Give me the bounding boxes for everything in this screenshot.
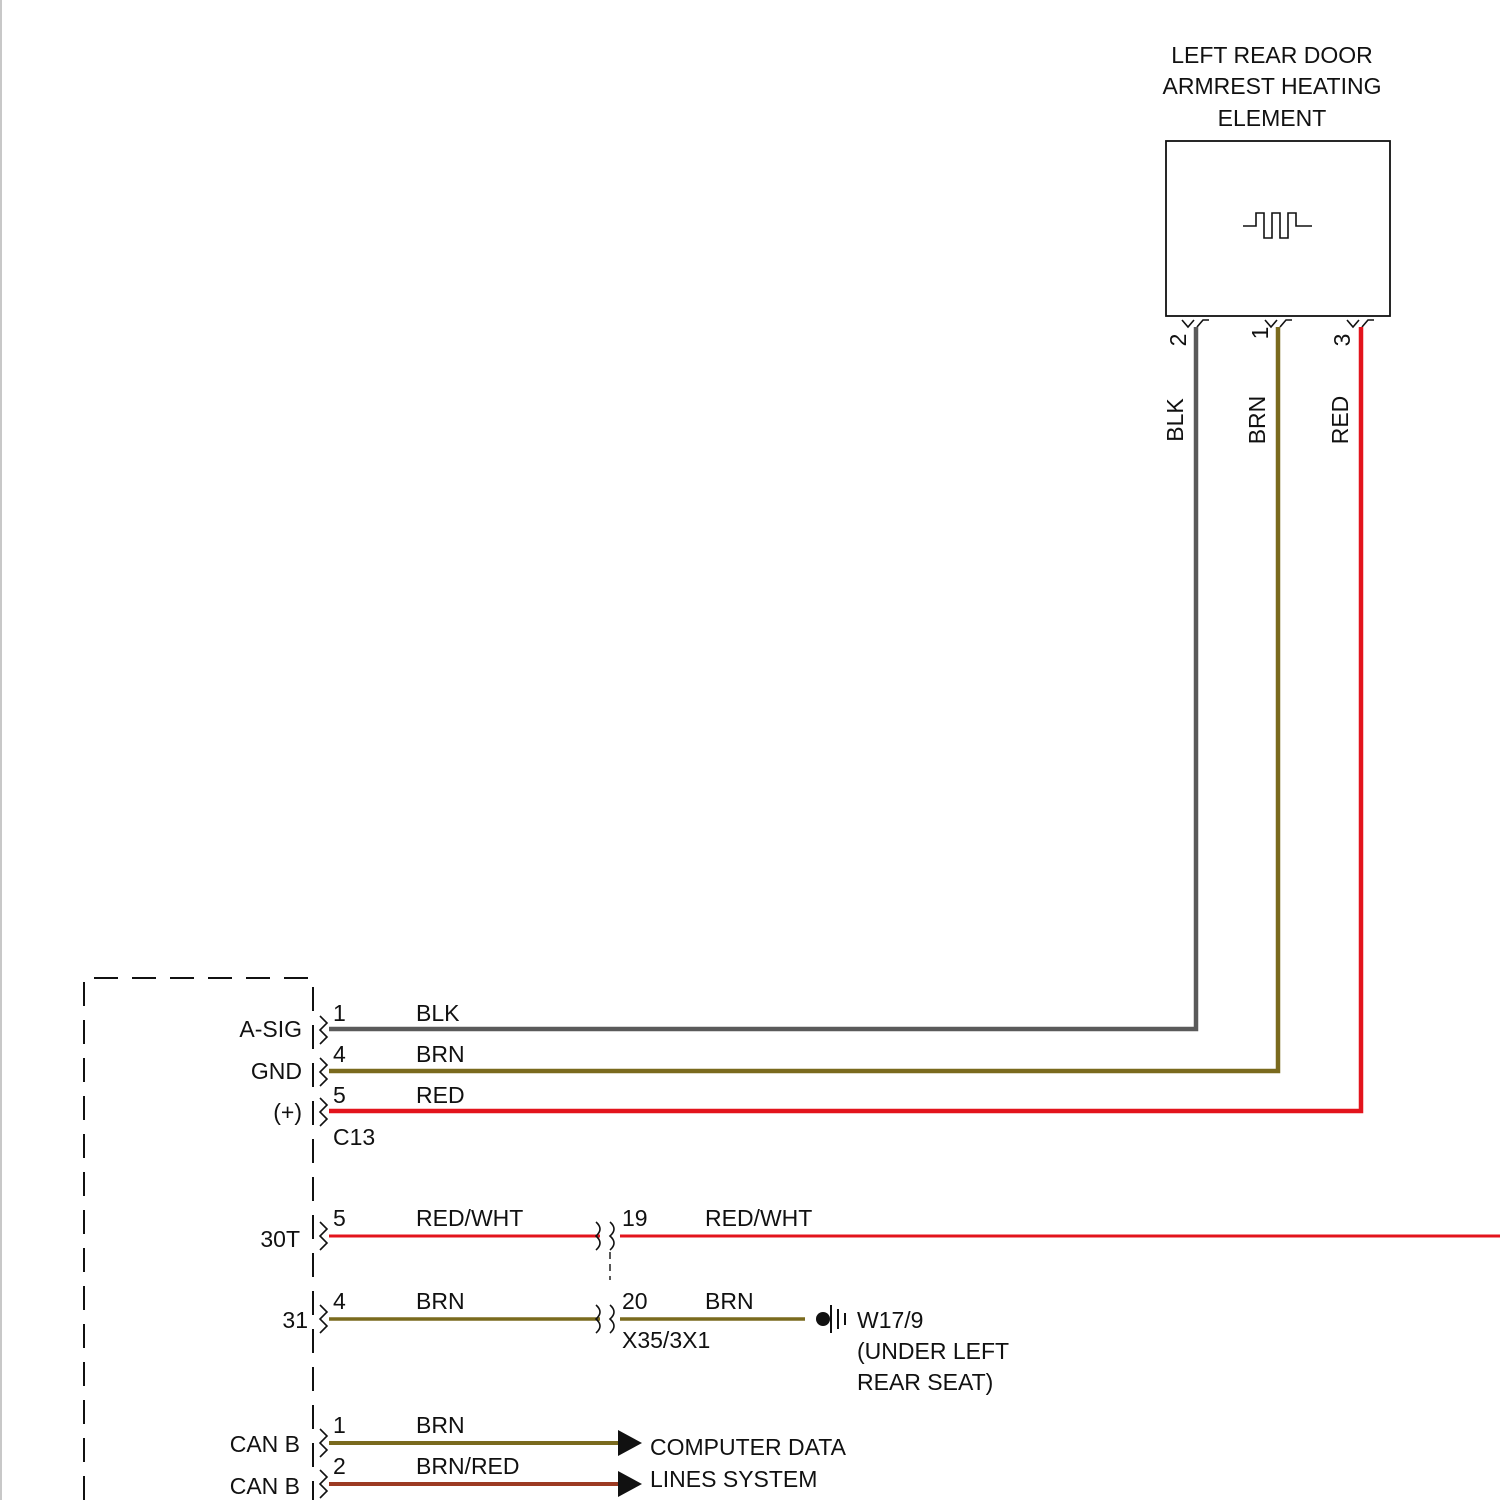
c13-pin-1-terminal-icon: [320, 1016, 327, 1044]
component-wire-red-label: RED: [1327, 396, 1353, 445]
circuit-label-30t: 30T: [260, 1226, 300, 1252]
c13-pin-4: 4: [333, 1041, 346, 1067]
c13-wire-4-label: BRN: [416, 1041, 465, 1067]
can-pin-1: 1: [333, 1412, 346, 1438]
ground-location-line-2: REAR SEAT): [857, 1369, 993, 1395]
circuit-label-31: 31: [282, 1307, 308, 1333]
component-wire-blk-label: BLK: [1162, 398, 1188, 442]
ground-splice-dot: [816, 1312, 830, 1326]
wire-brn: [329, 327, 1278, 1071]
pin-1-terminal-icon: [1265, 320, 1292, 327]
circuit-label-can-b-2: CAN B: [230, 1473, 300, 1499]
pin-3-terminal-icon: [1347, 320, 1374, 327]
control-module: A-SIG GND (+) 1 4 5 BLK BRN RED C13 30T …: [84, 978, 1500, 1500]
wire-31-label: BRN: [416, 1288, 465, 1314]
ground-w17-9: W17/9 (UNDER LEFT REAR SEAT): [816, 1305, 1009, 1395]
inline-wire-19-label: RED/WHT: [705, 1205, 812, 1231]
c13-pin-1: 1: [333, 1000, 346, 1026]
can-pin-2-terminal-icon: [320, 1470, 327, 1498]
can-pin-1-terminal-icon: [320, 1429, 327, 1457]
c13-pin-5-terminal-icon: [320, 1098, 327, 1126]
pin-2-terminal-icon: [1182, 320, 1209, 327]
component-title-line-1: LEFT REAR DOOR: [1171, 42, 1373, 68]
c13-wires: [329, 327, 1361, 1111]
inline-pin-20: 20: [622, 1288, 648, 1314]
component-box: [1166, 141, 1390, 316]
circuit-label-can-b-1: CAN B: [230, 1431, 300, 1457]
wire-red: [329, 327, 1361, 1111]
pin-31-terminal-icon: [320, 1305, 327, 1333]
component-title-line-2: ARMREST HEATING: [1163, 73, 1382, 99]
c13-wire-1-label: BLK: [416, 1000, 460, 1026]
can-pin-2: 2: [333, 1453, 346, 1479]
can-wire-1-label: BRN: [416, 1412, 465, 1438]
can-arrow-2-icon: [618, 1471, 642, 1497]
ground-name: W17/9: [857, 1307, 923, 1333]
ground-location-line-1: (UNDER LEFT: [857, 1338, 1009, 1364]
wire-30t-label: RED/WHT: [416, 1205, 523, 1231]
inline-connector-x35-3x1: 19 RED/WHT 20 BRN X35/3X1: [596, 1205, 812, 1353]
component-pin-1: 1: [1247, 327, 1273, 340]
wire-blk: [329, 327, 1196, 1029]
inline-wire-20-label: BRN: [705, 1288, 754, 1314]
inline-connector-label: X35/3X1: [622, 1327, 710, 1353]
inline-20-female-icon: [610, 1305, 614, 1333]
c13-pin-4-terminal-icon: [320, 1058, 327, 1086]
pin-31: 4: [333, 1288, 346, 1314]
can-wire-2-label: BRN/RED: [416, 1453, 520, 1479]
inline-19-female-icon: [610, 1222, 614, 1250]
c13-pin-5: 5: [333, 1082, 346, 1108]
connector-c13-label: C13: [333, 1124, 375, 1150]
pin-30t-terminal-icon: [320, 1222, 327, 1250]
circuit-label-plus: (+): [273, 1099, 302, 1125]
component-pin-3: 3: [1329, 334, 1355, 347]
inline-pin-19: 19: [622, 1205, 648, 1231]
can-destination-line-2: LINES SYSTEM: [650, 1466, 817, 1492]
can-arrow-1-icon: [618, 1430, 642, 1456]
pin-30t: 5: [333, 1205, 346, 1231]
can-destination-line-1: COMPUTER DATA: [650, 1434, 847, 1460]
circuit-label-a-sig: A-SIG: [239, 1016, 302, 1042]
c13-wire-5-label: RED: [416, 1082, 465, 1108]
component-wire-brn-label: BRN: [1244, 396, 1270, 445]
component-title-line-3: ELEMENT: [1218, 105, 1327, 131]
component-pin-2: 2: [1165, 334, 1191, 347]
circuit-label-gnd: GND: [251, 1058, 302, 1084]
